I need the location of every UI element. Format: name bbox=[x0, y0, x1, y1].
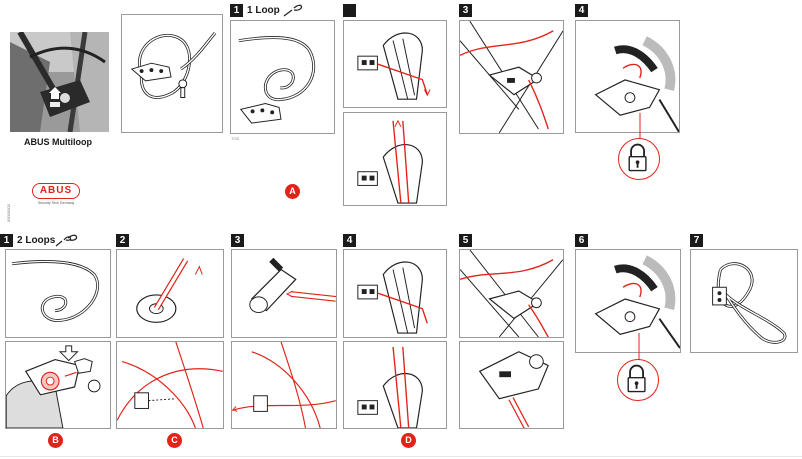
lock-line-bottom bbox=[638, 333, 640, 361]
step-number: 6 bbox=[575, 234, 588, 247]
step-number: 5 bbox=[459, 234, 472, 247]
small-note: TGS bbox=[231, 136, 240, 141]
abus-logo: ABUS bbox=[32, 183, 80, 199]
panel-step-2-bottom-a bbox=[116, 249, 224, 338]
product-title: ABUS Multiloop bbox=[24, 137, 92, 147]
bike-photo bbox=[10, 32, 109, 132]
cable-loop-icon bbox=[55, 234, 78, 247]
panel-step-4-top bbox=[575, 20, 680, 133]
panel-step-6-bottom bbox=[575, 249, 681, 353]
panel-1-loop bbox=[230, 20, 335, 134]
panel-step-4-bottom-b bbox=[343, 341, 447, 429]
logo-tagline: Security Tech Germany bbox=[38, 201, 75, 205]
step-header-label: 1 Loop bbox=[247, 5, 280, 16]
step-number: 3 bbox=[231, 234, 244, 247]
page-bottom-rule bbox=[0, 456, 802, 457]
panel-contents bbox=[121, 14, 223, 133]
step-marker-d: D bbox=[401, 433, 416, 448]
step-marker-a: A bbox=[285, 184, 300, 199]
product-photo bbox=[10, 32, 109, 132]
panel-step-4-bottom-a bbox=[343, 249, 447, 338]
lock-line-top bbox=[639, 113, 641, 141]
padlock-icon bbox=[617, 359, 659, 401]
step-number: 1 bbox=[230, 4, 243, 17]
panel-step-5-bottom-a bbox=[459, 249, 564, 338]
padlock-icon bbox=[618, 138, 660, 180]
panel-step-2b bbox=[343, 112, 447, 206]
step-marker-b: B bbox=[48, 433, 63, 448]
panel-step-2-bottom-b bbox=[116, 341, 224, 429]
panel-step-1b bbox=[5, 341, 111, 429]
step-header-label: 2 Loops bbox=[17, 235, 56, 246]
step-number: 2 bbox=[116, 234, 129, 247]
step-number bbox=[343, 4, 356, 17]
panel-2-loops bbox=[5, 249, 111, 338]
step-number: 7 bbox=[690, 234, 703, 247]
step-marker-c: C bbox=[167, 433, 182, 448]
step-number: 4 bbox=[343, 234, 356, 247]
panel-step-3-bottom-b bbox=[231, 341, 337, 429]
panel-step-3-bottom-a bbox=[231, 249, 337, 338]
cable-loop-icon bbox=[283, 4, 303, 17]
step-number: 1 bbox=[0, 234, 13, 247]
step-number: 4 bbox=[575, 4, 588, 17]
panel-step-2a bbox=[343, 20, 447, 108]
panel-step-5-bottom-b bbox=[459, 341, 564, 429]
step-number: 3 bbox=[459, 4, 472, 17]
panel-step-7-bottom bbox=[690, 249, 798, 353]
document-code: 00000000 bbox=[6, 204, 11, 222]
panel-step-3-top bbox=[459, 20, 564, 134]
logo-text: ABUS bbox=[39, 185, 73, 196]
